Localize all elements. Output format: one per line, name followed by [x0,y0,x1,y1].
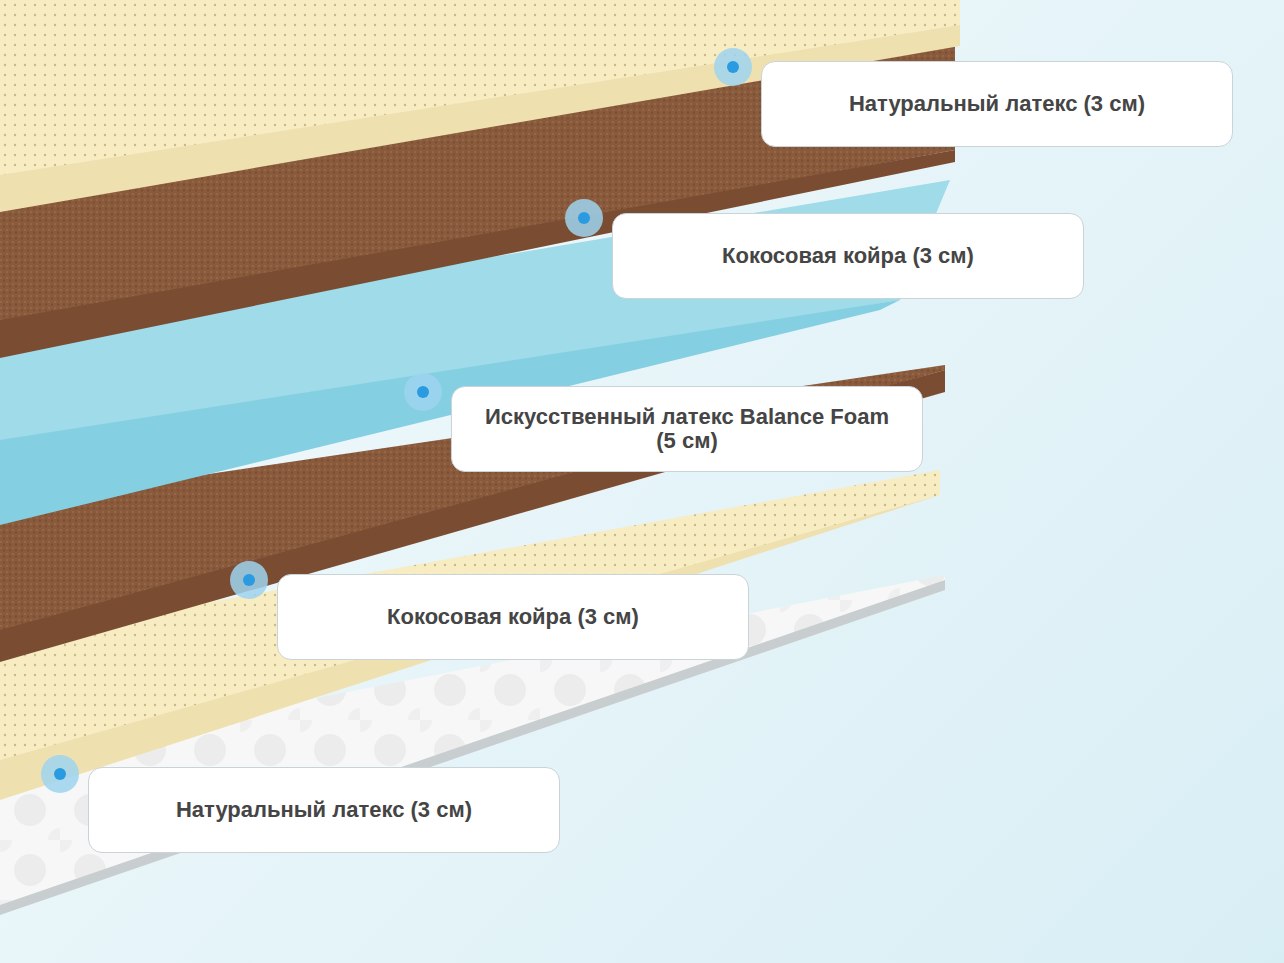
callout-box: Кокосовая койра (3 см) [612,213,1084,299]
callout-box: Искусственный латекс Balance Foam (5 см) [451,386,923,472]
callout-box: Натуральный латекс (3 см) [761,61,1233,147]
layer-label: Натуральный латекс (3 см) [849,92,1145,116]
layer-label: Кокосовая койра (3 см) [722,244,974,268]
callout-box: Натуральный латекс (3 см) [88,767,560,853]
layer-label: Искусственный латекс Balance Foam (5 см) [474,405,900,453]
layer-label: Кокосовая койра (3 см) [387,605,639,629]
layer-label: Натуральный латекс (3 см) [176,798,472,822]
callout-box: Кокосовая койра (3 см) [277,574,749,660]
